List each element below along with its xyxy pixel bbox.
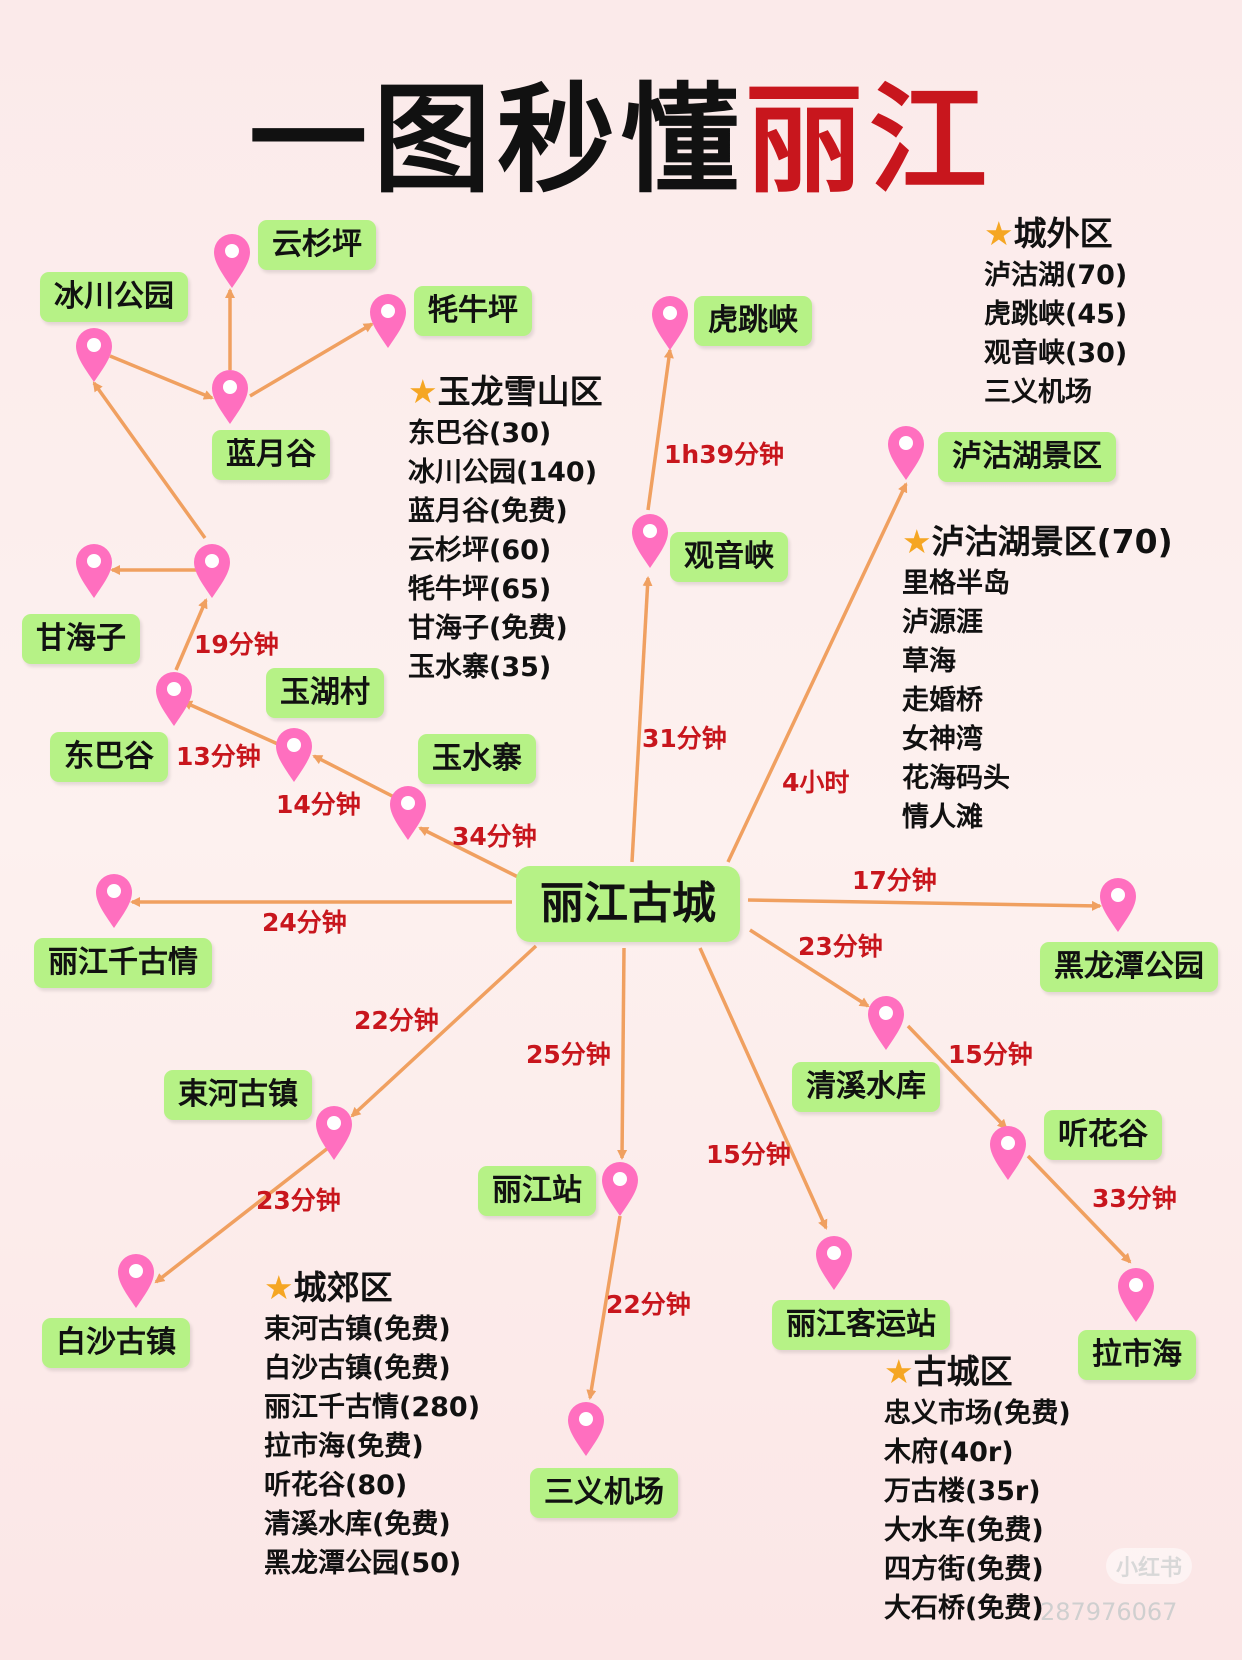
pin-heilongtan-icon	[1100, 878, 1136, 932]
time-luguhu: 4小时	[782, 768, 850, 797]
label-maoniuping[interactable]: 牦牛坪	[414, 286, 532, 336]
pin-bingchuan-icon	[76, 328, 112, 382]
pin-sanyi-icon	[568, 1402, 604, 1456]
label-yushuizhai[interactable]: 玉水寨	[418, 734, 536, 784]
pin-ganhaizi-hub-icon	[194, 544, 230, 598]
time-sanyi: 22分钟	[606, 1290, 691, 1319]
pin-dongbagu-icon	[156, 672, 192, 726]
time-yushuizhai: 34分钟	[452, 822, 537, 851]
legend-lugu: ★泸沽湖景区(70) 里格半岛 泸源涯 草海 走婚桥 女神湾 花海码头 情人滩	[902, 522, 1173, 833]
route-to-yuhucun	[312, 754, 401, 802]
star-icon: ★	[264, 1268, 294, 1307]
label-dongbagu[interactable]: 东巴谷	[50, 732, 168, 782]
label-yunshanping[interactable]: 云杉坪	[258, 220, 376, 270]
label-lashihai[interactable]: 拉市海	[1078, 1330, 1196, 1380]
pin-qingxi-icon	[868, 996, 904, 1050]
route-to-guanyinxia	[630, 576, 653, 863]
route-to-tinghua	[906, 1024, 1008, 1130]
label-ganhaizi[interactable]: 甘海子	[22, 614, 140, 664]
label-baisha[interactable]: 白沙古镇	[42, 1318, 190, 1368]
time-lijiangzhan: 25分钟	[526, 1040, 611, 1069]
pin-ganhaizi-icon	[76, 544, 112, 598]
pin-keyunzhan-icon	[816, 1236, 852, 1290]
route-to-shuhe	[350, 944, 538, 1118]
time-lashihai: 33分钟	[1092, 1184, 1177, 1213]
route-to-heilongtan	[747, 898, 1102, 911]
time-qiangu: 24分钟	[262, 908, 347, 937]
pin-yushuizhai-icon	[390, 786, 426, 840]
label-bingchuan[interactable]: 冰川公园	[40, 272, 188, 322]
pin-shuhe-icon	[316, 1106, 352, 1160]
legend-yulong: ★玉龙雪山区 东巴谷(30) 冰川公园(140) 蓝月谷(免费) 云杉坪(60)…	[408, 372, 603, 683]
time-baisha: 23分钟	[256, 1186, 341, 1215]
label-qingxi[interactable]: 清溪水库	[792, 1062, 940, 1112]
route-to-lashihai	[1026, 1154, 1132, 1264]
label-lanyuegu[interactable]: 蓝月谷	[212, 430, 330, 480]
time-heilongtan: 17分钟	[852, 866, 937, 895]
route-to-luguhu	[726, 482, 908, 863]
star-icon: ★	[408, 372, 438, 411]
star-icon: ★	[902, 522, 932, 561]
legend-gucheng: ★古城区 忠义市场(免费) 木府(40r) 万古楼(35r) 大水车(免费) 四…	[884, 1352, 1071, 1624]
pin-yuhucun-icon	[276, 728, 312, 782]
legend-chengwai: ★城外区 泸沽湖(70) 虎跳峡(45) 观音峡(30) 三义机场	[984, 214, 1128, 408]
pin-lanyuegu-icon	[212, 370, 248, 424]
label-guanyinxia[interactable]: 观音峡	[670, 532, 788, 582]
time-keyunzhan: 15分钟	[706, 1140, 791, 1169]
pin-yunshanping-icon	[214, 234, 250, 288]
pin-lijiangzhan-icon	[602, 1162, 638, 1216]
pin-lashihai-icon	[1118, 1268, 1154, 1322]
route-to-ganhaizi-hub	[174, 598, 208, 671]
pin-tinghua-icon	[990, 1126, 1026, 1180]
time-qingxi: 23分钟	[798, 932, 883, 961]
watermark-logo: 小红书	[1106, 1548, 1193, 1584]
label-hutiaoxia[interactable]: 虎跳峡	[694, 296, 812, 346]
time-ganhaizi: 19分钟	[194, 630, 279, 659]
pin-guanyinxia-icon	[632, 514, 668, 568]
star-icon: ★	[984, 214, 1014, 253]
time-tinghua: 15分钟	[948, 1040, 1033, 1069]
route-to-hutiaoxia	[646, 348, 674, 511]
route-to-sanyi	[586, 1215, 622, 1400]
label-center-gucheng[interactable]: 丽江古城	[516, 866, 740, 942]
route-to-qingxi	[749, 928, 870, 1008]
page-title: 一图秒懂丽江	[248, 70, 994, 209]
pin-baisha-icon	[118, 1254, 154, 1308]
label-sanyi[interactable]: 三义机场	[530, 1468, 678, 1518]
legend-chengjiao: ★城郊区 束河古镇(免费) 白沙古镇(免费) 丽江千古情(280) 拉市海(免费…	[264, 1268, 481, 1579]
pin-qiangu-icon	[96, 874, 132, 928]
label-tinghua[interactable]: 听花谷	[1044, 1110, 1162, 1160]
route-to-keyunzhan	[698, 947, 828, 1230]
time-yuhucun: 14分钟	[276, 790, 361, 819]
pin-hutiaoxia-icon	[652, 296, 688, 350]
route-bingchuan-lanyuegu	[109, 354, 214, 400]
label-keyunzhan[interactable]: 丽江客运站	[772, 1300, 950, 1350]
route-to-dongbagu	[182, 700, 281, 747]
watermark-id: 287976067	[1040, 1598, 1178, 1626]
route-to-maoniuping	[249, 322, 374, 398]
label-yuhucun[interactable]: 玉湖村	[266, 668, 384, 718]
label-heilongtan[interactable]: 黑龙潭公园	[1040, 942, 1218, 992]
route-to-baisha	[154, 1146, 330, 1284]
route-to-bingchuan	[92, 381, 207, 540]
route-to-yushuizhai	[418, 826, 521, 880]
pin-maoniuping-icon	[370, 294, 406, 348]
star-icon: ★	[884, 1352, 914, 1391]
label-lijiangzhan[interactable]: 丽江站	[478, 1166, 596, 1216]
label-qiangu[interactable]: 丽江千古情	[34, 938, 212, 988]
label-luguhu[interactable]: 泸沽湖景区	[938, 432, 1116, 482]
time-hutiaoxia: 1h39分钟	[664, 440, 784, 469]
time-dongbagu: 13分钟	[176, 742, 261, 771]
pin-luguhu-icon	[888, 426, 924, 480]
route-to-lijiangzhan	[617, 947, 628, 1160]
time-shuhe: 22分钟	[354, 1006, 439, 1035]
label-shuhe[interactable]: 束河古镇	[164, 1070, 312, 1120]
time-guanyinxia: 31分钟	[642, 724, 727, 753]
